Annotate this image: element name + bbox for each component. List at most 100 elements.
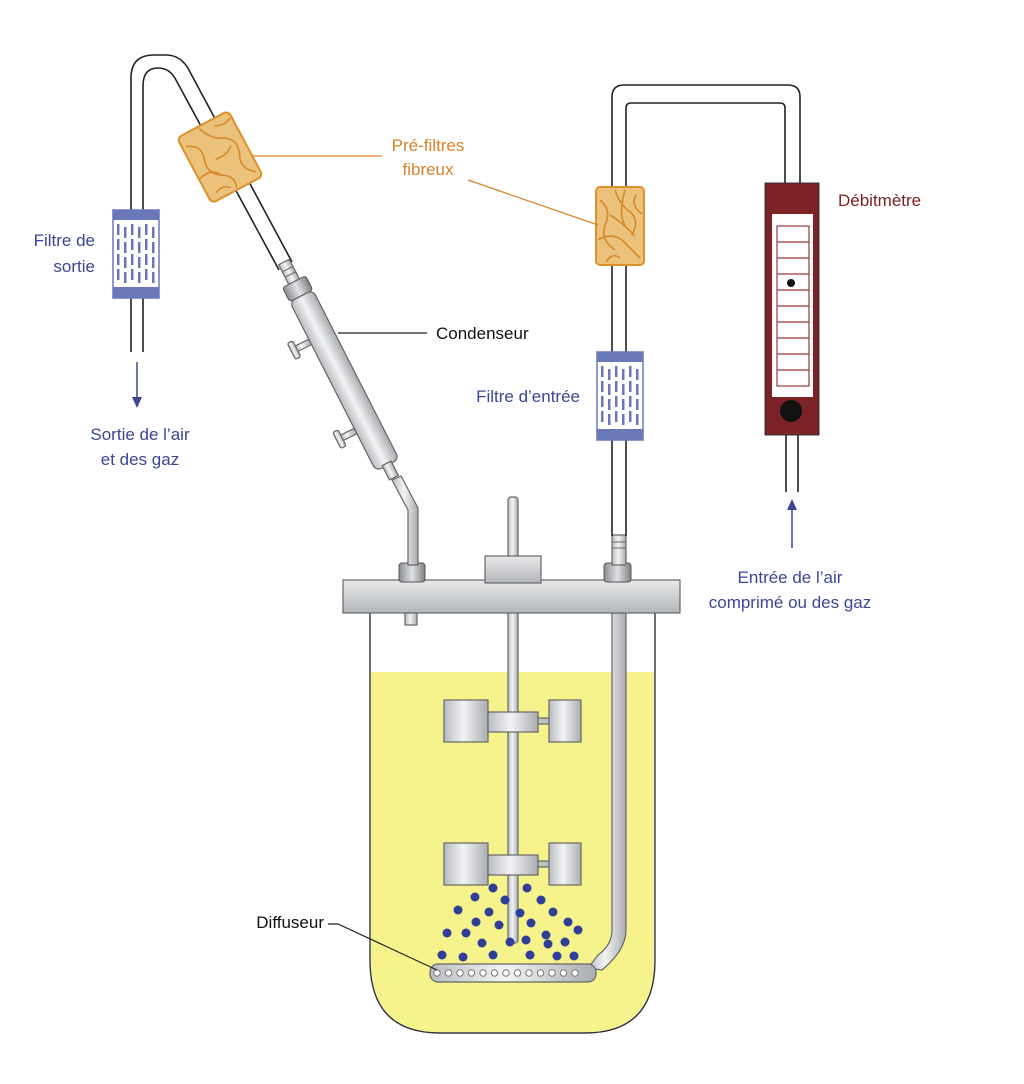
filter-fibre-mark xyxy=(629,396,632,407)
air-bubble xyxy=(488,883,498,893)
filter-fibre-mark xyxy=(608,414,611,425)
air-bubble xyxy=(552,951,562,961)
filter-fibre-mark xyxy=(117,224,120,235)
label-outlet: Sortie de l’air xyxy=(90,425,190,444)
air-bubble xyxy=(526,918,536,928)
outlet-tubing xyxy=(130,54,293,352)
lid xyxy=(342,555,681,626)
air-bubble xyxy=(484,907,494,917)
condenser-bend-tube xyxy=(391,475,419,566)
label-prefilters-2: fibreux xyxy=(402,160,454,179)
filter-fibre-mark xyxy=(615,381,618,392)
condenser-nut xyxy=(398,562,426,583)
diffuser-hole xyxy=(433,969,441,977)
diffuser-hole xyxy=(559,969,568,977)
air-bubble xyxy=(470,892,480,902)
air-bubble xyxy=(536,895,546,905)
air-bubble xyxy=(521,935,531,945)
filter-fibre-mark xyxy=(145,224,148,235)
air-bubble xyxy=(525,950,535,960)
filter-fibre-mark xyxy=(636,414,639,425)
inlet-tubing xyxy=(611,84,801,536)
filter-fibre-mark xyxy=(131,239,134,250)
filter-fibre-mark xyxy=(629,366,632,377)
label-inlet: Entrée de l’air xyxy=(738,568,843,587)
air-bubble xyxy=(541,930,551,940)
label-flowmeter: Débitmètre xyxy=(838,191,921,210)
agitator xyxy=(443,496,582,944)
diffuser-holes xyxy=(433,969,579,977)
label-outlet-2: et des gaz xyxy=(101,450,179,469)
outlet-filter xyxy=(112,209,160,299)
inlet-prefilter xyxy=(595,186,645,266)
label-diffuser: Diffuseur xyxy=(256,913,324,932)
flowmeter-knob xyxy=(780,400,802,422)
air-bubble xyxy=(560,937,570,947)
label-outlet-filter-2: sortie xyxy=(53,257,95,276)
vessel-wall xyxy=(369,613,656,1034)
filter-fibre-mark xyxy=(629,381,632,392)
flowmeter xyxy=(764,182,820,436)
inlet-arrow xyxy=(787,499,797,548)
filter-fibre-mark xyxy=(601,411,604,422)
label-inlet-2: comprimé ou des gaz xyxy=(709,593,872,612)
diffuser-hole xyxy=(571,969,579,977)
filter-fibre-mark xyxy=(152,257,155,268)
condenser xyxy=(277,258,400,481)
air-bubble xyxy=(500,895,510,905)
impeller-upper xyxy=(443,699,582,743)
air-bubble xyxy=(505,937,515,947)
filter-fibre-mark xyxy=(124,257,127,268)
filter-fibre-mark xyxy=(601,366,604,377)
diffuser xyxy=(429,963,597,983)
filter-fibre-mark xyxy=(145,254,148,265)
inlet-filter xyxy=(596,351,644,441)
diffuser-hole xyxy=(548,969,556,977)
air-bubble xyxy=(573,925,583,935)
filter-fibre-mark xyxy=(636,369,639,380)
impeller-lower xyxy=(443,842,582,886)
diffuser-hole xyxy=(490,969,499,977)
condenser-side-port-lower xyxy=(332,427,358,449)
filter-fibre-mark xyxy=(152,242,155,253)
filter-fibre-mark xyxy=(152,272,155,283)
filter-fibre-mark xyxy=(622,369,625,380)
filter-fibre-mark xyxy=(608,399,611,410)
filter-fibre-mark xyxy=(615,411,618,422)
sparger xyxy=(429,612,627,983)
label-inlet-filter: Filtre d’entrée xyxy=(476,387,580,406)
filter-fibre-mark xyxy=(601,381,604,392)
filter-fibre-mark xyxy=(117,239,120,250)
diffuser-hole xyxy=(502,969,510,977)
flowmeter-scale xyxy=(776,225,810,387)
filter-fibre-mark xyxy=(138,242,141,253)
filter-fibre-mark xyxy=(636,384,639,395)
diffuser-hole xyxy=(456,969,464,977)
air-bubble xyxy=(543,939,553,949)
filter-fibre-mark xyxy=(138,272,141,283)
label-condenser: Condenseur xyxy=(436,324,529,343)
filter-fibre-mark xyxy=(636,399,639,410)
filter-fibre-mark xyxy=(124,242,127,253)
air-bubble xyxy=(569,951,579,961)
filter-fibre-mark xyxy=(152,227,155,238)
inlet-coupling xyxy=(611,534,627,566)
condenser-side-port-upper xyxy=(287,338,313,360)
air-bubble xyxy=(563,917,573,927)
condenser-port xyxy=(404,612,418,626)
filter-fibre-mark xyxy=(124,272,127,283)
filter-fibre-mark xyxy=(131,269,134,280)
air-bubble xyxy=(548,907,558,917)
air-bubble xyxy=(522,883,532,893)
filter-fibre-mark xyxy=(615,366,618,377)
filter-fibre-mark xyxy=(131,254,134,265)
diffuser-hole xyxy=(513,969,522,977)
filter-fibre-mark xyxy=(608,369,611,380)
diffuser-hole xyxy=(444,969,453,977)
filter-fibre-mark xyxy=(629,411,632,422)
filter-fibre-mark xyxy=(622,399,625,410)
air-bubble xyxy=(458,952,468,962)
air-bubble xyxy=(471,917,481,927)
